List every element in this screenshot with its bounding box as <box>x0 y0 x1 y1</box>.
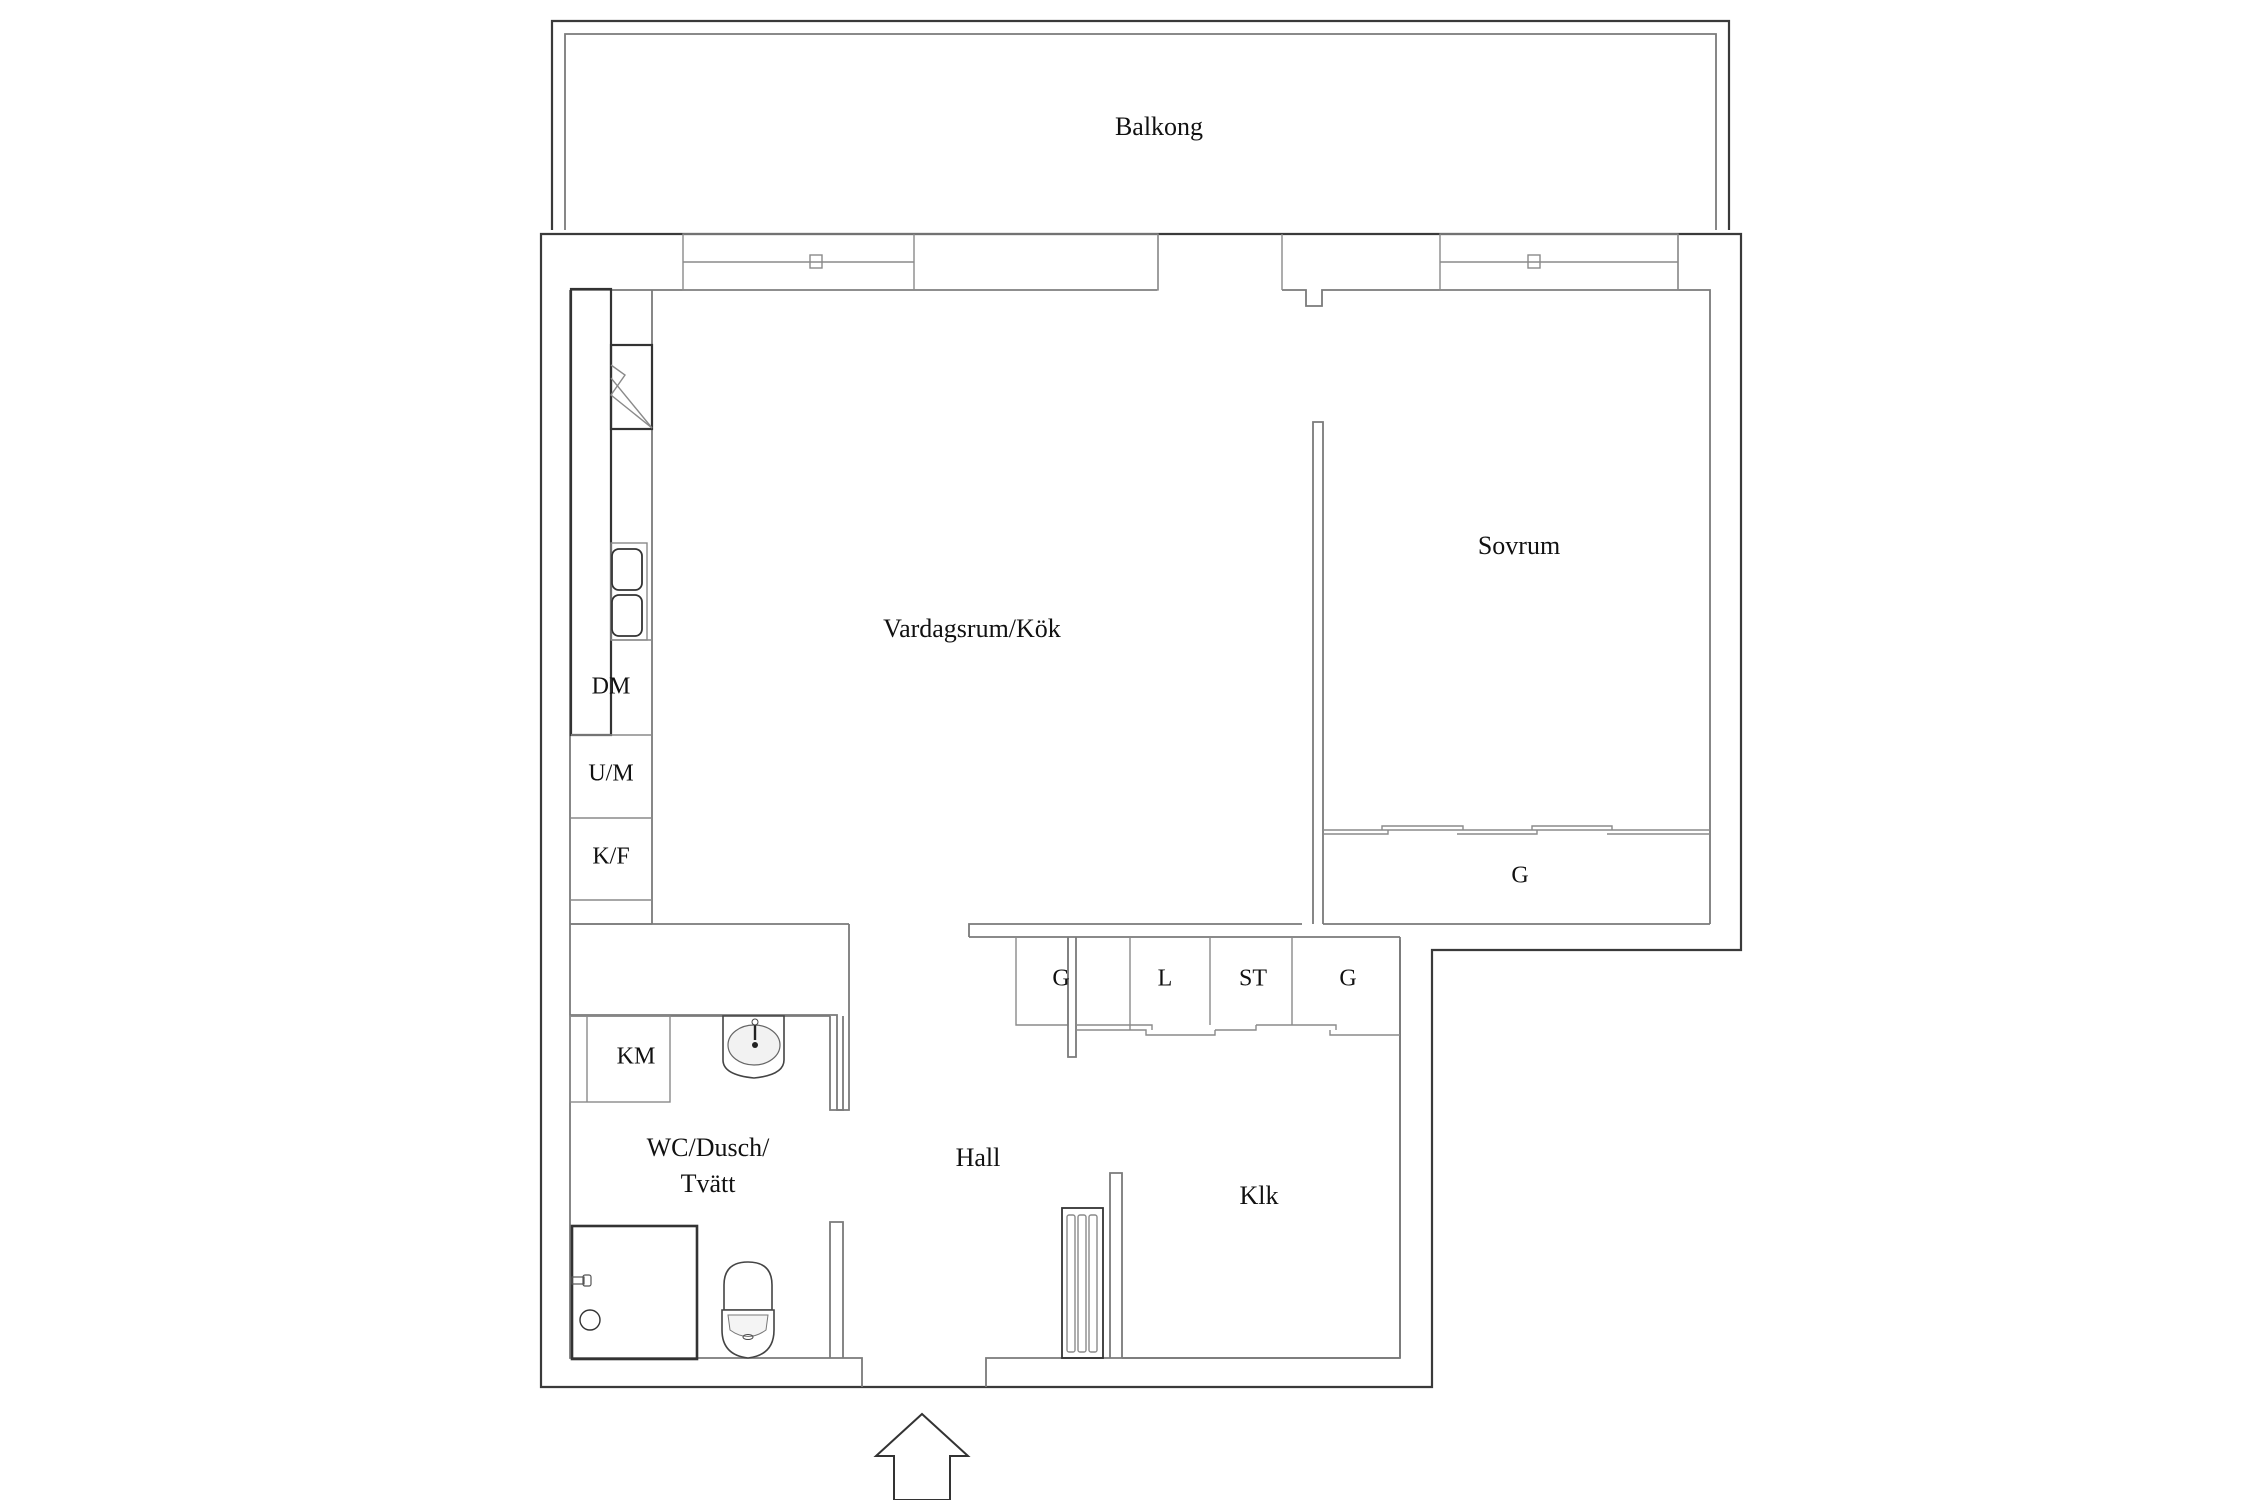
bedroom-wardrobe-doors <box>1323 825 1710 835</box>
washbasin-icon <box>722 1015 785 1079</box>
hall-storage-label-0: G <box>1052 966 1069 992</box>
balcony-door <box>1157 234 1283 290</box>
shower-icon <box>570 1224 699 1361</box>
entrance-arrow-icon <box>873 1412 971 1500</box>
dishwasher-label: DM <box>592 674 631 700</box>
oven-microwave-label: U/M <box>588 761 633 787</box>
room-label-living-kitchen: Vardagsrum/Kök <box>883 614 1061 643</box>
kitchen-counter <box>569 287 654 925</box>
hall-storage-label-1: L <box>1158 966 1173 992</box>
klk-wall <box>1109 1172 1400 1359</box>
toilet-icon <box>721 1261 775 1359</box>
hall-storage-label-3: G <box>1339 966 1356 992</box>
room-label-balcony: Balkong <box>1115 112 1203 141</box>
room-label-walk-in-closet: Klk <box>1240 1181 1279 1210</box>
room-label-bathroom-line2: Tvätt <box>681 1169 737 1198</box>
room-label-bathroom-line1: WC/Dusch/ <box>647 1133 771 1162</box>
exterior-wall <box>539 232 1743 1389</box>
stove-icon <box>609 343 654 431</box>
interior-wall-line <box>569 289 1711 1387</box>
fridge-freezer-label: K/F <box>592 844 629 870</box>
hall-storage-label-2: ST <box>1239 966 1267 992</box>
washing-machine-label: KM <box>617 1044 656 1070</box>
kitchen-sink-icon <box>610 542 648 641</box>
window-right <box>1439 233 1679 291</box>
balcony <box>550 19 1731 230</box>
room-label-bedroom: Sovrum <box>1478 531 1560 560</box>
window-left <box>682 233 1159 291</box>
room-label-bedroom-wardrobe: G <box>1511 863 1528 889</box>
bedroom-wall <box>1312 421 1710 925</box>
washing-machine-icon <box>569 1015 671 1103</box>
hall-storage <box>1015 937 1401 1358</box>
living-hall-divider <box>570 923 1400 1111</box>
room-label-hall: Hall <box>956 1143 1001 1172</box>
radiator-icon <box>1061 1207 1104 1359</box>
